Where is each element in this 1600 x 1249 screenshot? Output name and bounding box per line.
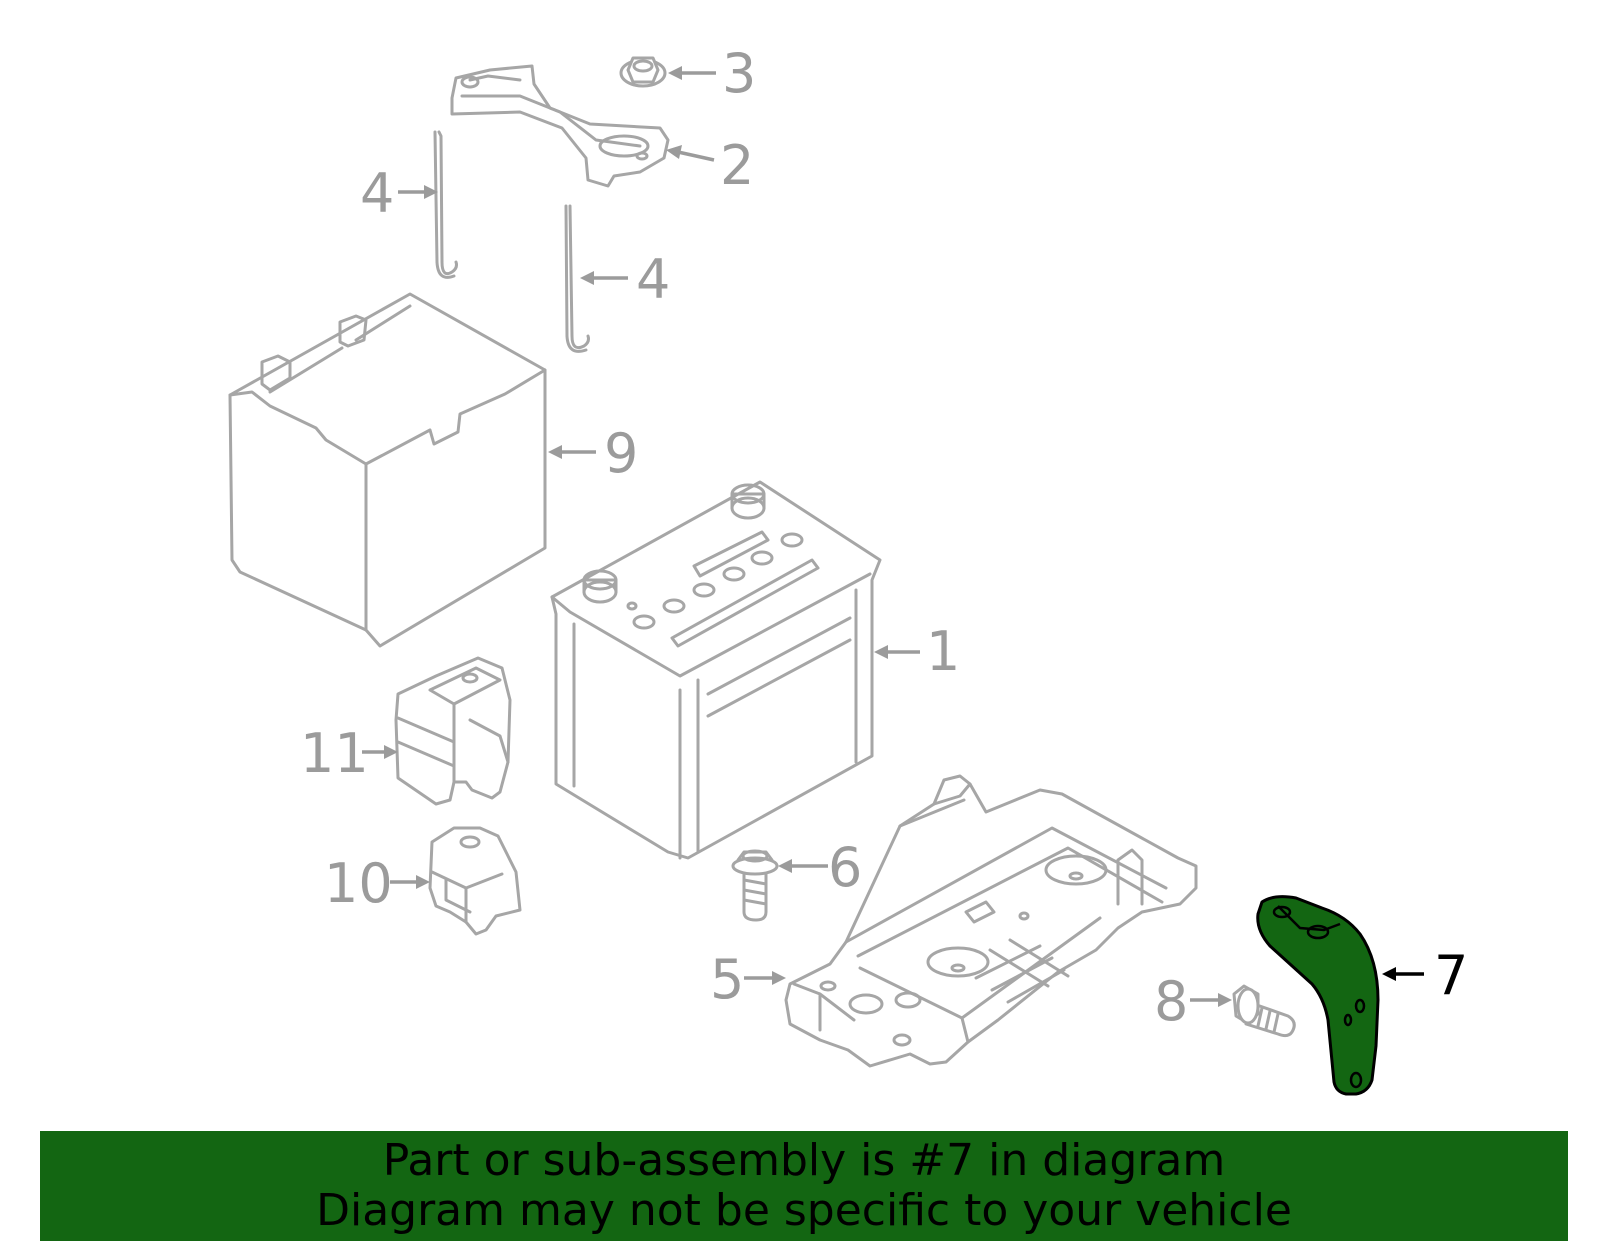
callout-number-4-right: 4: [636, 248, 670, 311]
callout-number-7: 7: [1434, 944, 1468, 1007]
callout-number-9: 9: [604, 422, 638, 485]
callout-6: 6: [778, 836, 862, 899]
part-1-battery[interactable]: [550, 480, 882, 860]
callout-9: 9: [548, 422, 638, 485]
callout-number-3: 3: [722, 42, 756, 105]
callout-11: 11: [300, 722, 398, 785]
callout-number-5: 5: [710, 948, 744, 1011]
part-5-battery-tray[interactable]: [784, 774, 1198, 1068]
part-9-battery-cover[interactable]: [228, 292, 547, 648]
banner-line-disclaimer: Diagram may not be specific to your vehi…: [316, 1185, 1292, 1236]
callout-number-4-left: 4: [360, 162, 394, 225]
callout-4-right: 4: [580, 248, 670, 311]
part-8-bolt[interactable]: [1232, 984, 1296, 1038]
part-2-hold-down-bracket[interactable]: [450, 64, 670, 188]
callout-number-1: 1: [926, 620, 960, 683]
callout-number-6: 6: [828, 836, 862, 899]
callout-7: 7: [1382, 944, 1468, 1007]
callout-number-8: 8: [1154, 970, 1188, 1033]
callout-2: 2: [666, 134, 754, 197]
callout-5: 5: [710, 948, 786, 1011]
part-11-bracket[interactable]: [394, 656, 512, 806]
callout-number-2: 2: [720, 134, 754, 197]
part-info-banner: Part or sub-assembly is #7 in diagram Di…: [40, 1131, 1568, 1241]
part-10-bracket[interactable]: [428, 826, 522, 936]
banner-line-part-number: Part or sub-assembly is #7 in diagram: [382, 1135, 1226, 1186]
callout-10: 10: [324, 852, 430, 915]
part-6-bolt[interactable]: [731, 849, 779, 922]
callout-1: 1: [874, 620, 960, 683]
callout-number-10: 10: [324, 852, 393, 915]
part-4-hook-rod-left[interactable]: [433, 130, 458, 279]
part-3-nut[interactable]: [619, 56, 667, 88]
part-4-hook-rod-right[interactable]: [564, 204, 590, 353]
callout-8: 8: [1154, 970, 1232, 1033]
callout-4-left: 4: [360, 162, 438, 225]
callout-number-11: 11: [300, 722, 369, 785]
callout-3: 3: [668, 42, 756, 105]
part-7-bracket-highlighted[interactable]: [1256, 895, 1380, 1096]
